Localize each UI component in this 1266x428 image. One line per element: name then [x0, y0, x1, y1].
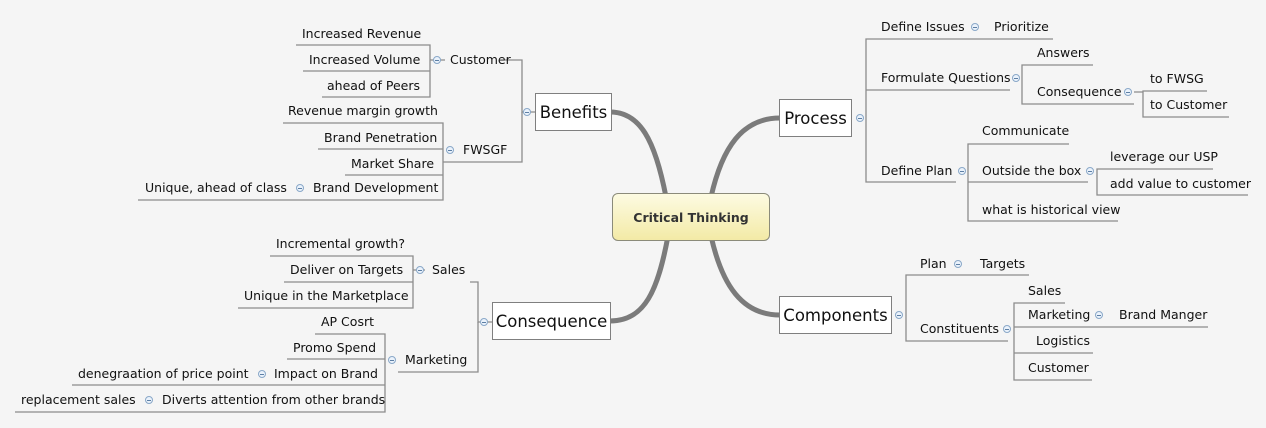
node-denegraation[interactable]: denegraation of price point	[78, 366, 249, 381]
node-define-issues[interactable]: Define Issues	[881, 19, 965, 34]
collapse-diverts-icon[interactable]	[145, 396, 153, 404]
connector-marketing-items	[15, 333, 386, 413]
curve-to-components	[708, 233, 783, 318]
node-process-consequence[interactable]: Consequence	[1037, 84, 1122, 99]
node-historical-view[interactable]: what is historical view	[982, 202, 1121, 217]
collapse-formulate-icon[interactable]	[1012, 74, 1020, 82]
node-to-customer[interactable]: to Customer	[1150, 97, 1228, 112]
node-customer[interactable]: Customer	[450, 52, 511, 67]
collapse-brand-development-icon[interactable]	[296, 184, 304, 192]
node-to-fwsg[interactable]: to FWSG	[1150, 71, 1204, 86]
collapse-plan-icon[interactable]	[954, 260, 962, 268]
curve-to-consequence	[607, 233, 671, 324]
node-ap-cosrt[interactable]: AP Cosrt	[321, 314, 374, 329]
node-outside-the-box[interactable]: Outside the box	[982, 163, 1082, 178]
node-promo-spend[interactable]: Promo Spend	[293, 340, 377, 355]
collapse-define-plan-icon[interactable]	[958, 167, 966, 175]
connector-plan	[967, 143, 1118, 222]
collapse-outside-icon[interactable]	[1086, 167, 1094, 175]
collapse-process-icon[interactable]	[856, 114, 864, 122]
node-define-plan[interactable]: Define Plan	[881, 163, 953, 178]
node-brand-penetration[interactable]: Brand Penetration	[324, 130, 438, 145]
node-diverts-attention[interactable]: Diverts attention from other brands	[162, 392, 386, 407]
connector-fwsgf-items	[138, 122, 444, 201]
collapse-marketing-icon[interactable]	[388, 356, 396, 364]
topic-process[interactable]: Process	[779, 99, 852, 137]
connector-formulate	[1021, 64, 1134, 105]
connector-outside	[1096, 168, 1248, 196]
node-impact-on-brand[interactable]: Impact on Brand	[274, 366, 378, 381]
node-components-marketing[interactable]: Marketing	[1028, 307, 1091, 322]
collapse-impact-icon[interactable]	[258, 370, 266, 378]
node-components-sales[interactable]: Sales	[1028, 283, 1062, 298]
node-targets[interactable]: Targets	[980, 256, 1026, 271]
node-increased-volume[interactable]: Increased Volume	[309, 52, 421, 67]
collapse-components-icon[interactable]	[895, 311, 903, 319]
connector-fwsg	[1134, 90, 1229, 118]
node-market-share[interactable]: Market Share	[351, 156, 435, 171]
connector-benefits-customer	[505, 59, 535, 113]
collapse-process-consequence-icon[interactable]	[1124, 88, 1132, 96]
node-answers[interactable]: Answers	[1037, 45, 1090, 60]
node-increased-revenue[interactable]: Increased Revenue	[302, 26, 422, 41]
collapse-benefits-icon[interactable]	[523, 108, 531, 116]
node-prioritize[interactable]: Prioritize	[994, 19, 1049, 34]
node-formulate-questions[interactable]: Formulate Questions	[881, 70, 1011, 85]
connector-consequence-sales	[470, 281, 492, 323]
node-unique-in-marketplace[interactable]: Unique in the Marketplace	[244, 288, 409, 303]
node-unique-ahead-of-class[interactable]: Unique, ahead of class	[145, 180, 287, 195]
node-marketing[interactable]: Marketing	[405, 352, 468, 367]
topic-benefits[interactable]: Benefits	[535, 93, 612, 131]
collapse-constituents-icon[interactable]	[1003, 325, 1011, 333]
central-topic[interactable]: Critical Thinking	[612, 193, 770, 241]
node-replacement-sales[interactable]: replacement sales	[21, 392, 136, 407]
node-communicate[interactable]: Communicate	[982, 123, 1070, 138]
node-brand-development[interactable]: Brand Development	[313, 180, 439, 195]
collapse-define-issues-icon[interactable]	[971, 23, 979, 31]
node-logistics[interactable]: Logistics	[1036, 333, 1091, 348]
node-components-customer[interactable]: Customer	[1028, 360, 1089, 375]
connector-process-branches	[865, 38, 1053, 183]
node-plan[interactable]: Plan	[920, 256, 947, 271]
node-fwsgf[interactable]: FWSGF	[463, 142, 508, 157]
node-ahead-of-peers[interactable]: ahead of Peers	[327, 78, 420, 93]
node-constituents[interactable]: Constituents	[920, 321, 1000, 336]
collapse-fwsgf-icon[interactable]	[446, 146, 454, 154]
collapse-customer-icon[interactable]	[433, 56, 441, 64]
node-leverage-usp[interactable]: leverage our USP	[1110, 149, 1218, 164]
curve-to-benefits	[607, 109, 669, 200]
collapse-marketing-components-icon[interactable]	[1095, 311, 1103, 319]
topic-components[interactable]: Components	[779, 296, 892, 334]
connector-constituents	[1013, 302, 1093, 381]
curve-to-process	[708, 115, 783, 200]
node-brand-manger[interactable]: Brand Manger	[1119, 307, 1208, 322]
collapse-sales-icon[interactable]	[416, 266, 424, 274]
connector-components-branches	[905, 274, 1008, 342]
topic-consequence[interactable]: Consequence	[492, 302, 611, 340]
node-deliver-on-targets[interactable]: Deliver on Targets	[290, 262, 404, 277]
node-incremental-growth[interactable]: Incremental growth?	[276, 236, 405, 251]
node-sales[interactable]: Sales	[432, 262, 466, 277]
connector-benefits-fwsgf	[443, 112, 523, 163]
connector-consequence-marketing	[398, 322, 479, 373]
collapse-consequence-icon[interactable]	[480, 318, 488, 326]
node-revenue-margin-growth[interactable]: Revenue margin growth	[288, 103, 438, 118]
node-add-value[interactable]: add value to customer	[1110, 176, 1252, 191]
